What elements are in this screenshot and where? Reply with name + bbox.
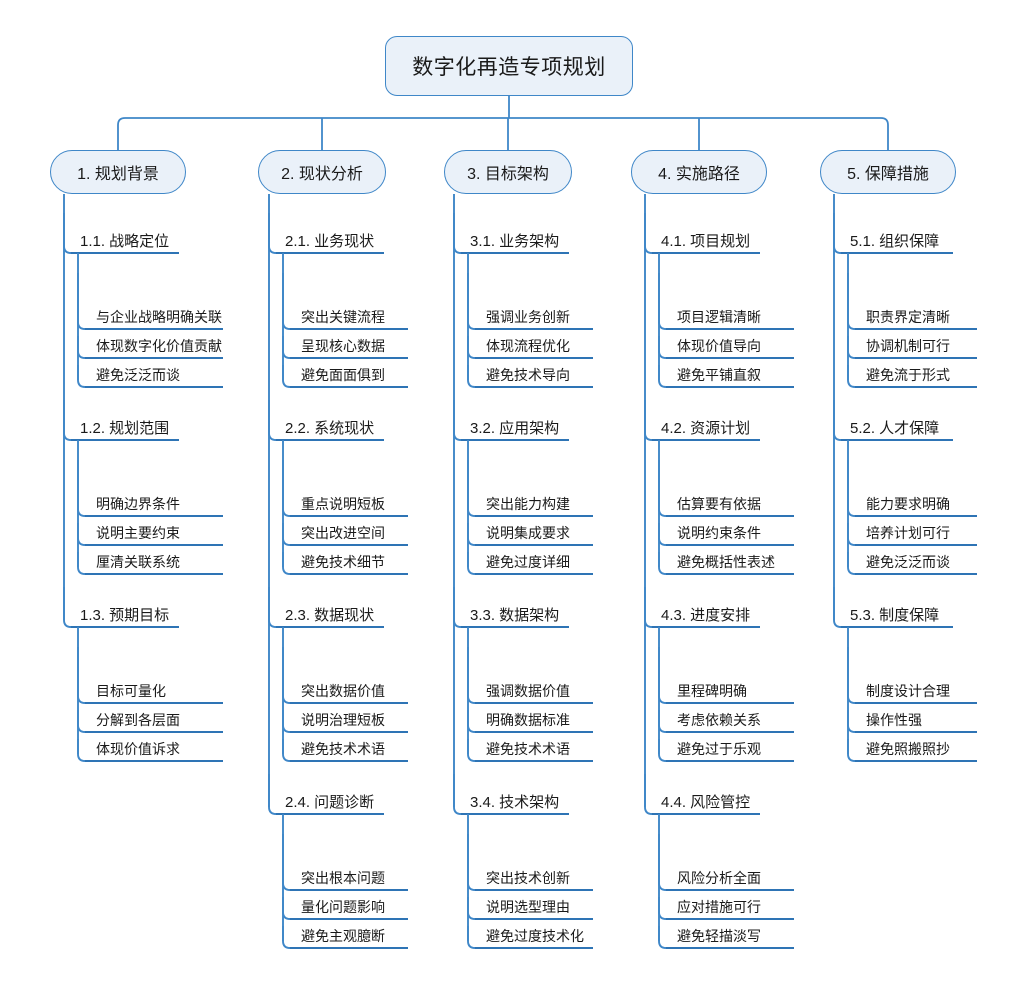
leaf-node[interactable]: 避免照搬照抄 xyxy=(866,741,950,757)
leaf-node[interactable]: 协调机制可行 xyxy=(866,338,950,354)
leaf-node[interactable]: 避免技术术语 xyxy=(301,741,385,757)
subbranch-node[interactable]: 5.1. 组织保障 xyxy=(850,233,940,250)
leaf-node[interactable]: 体现数字化价值贡献 xyxy=(96,338,222,354)
leaf-node[interactable]: 强调业务创新 xyxy=(486,309,570,325)
leaf-node[interactable]: 避免流于形式 xyxy=(866,367,950,383)
leaf-node[interactable]: 操作性强 xyxy=(866,712,922,728)
branch-node-5[interactable]: 5. 保障措施 xyxy=(820,150,956,194)
leaf-node[interactable]: 里程碑明确 xyxy=(677,683,747,699)
leaf-node[interactable]: 说明集成要求 xyxy=(486,525,570,541)
subbranch-node[interactable]: 5.3. 制度保障 xyxy=(850,607,940,624)
leaf-node[interactable]: 说明约束条件 xyxy=(677,525,761,541)
leaf-node[interactable]: 体现流程优化 xyxy=(486,338,570,354)
leaf-node[interactable]: 职责界定清晰 xyxy=(866,309,950,325)
leaf-node[interactable]: 制度设计合理 xyxy=(866,683,950,699)
subbranch-node[interactable]: 2.2. 系统现状 xyxy=(285,420,375,437)
branch-node-4[interactable]: 4. 实施路径 xyxy=(631,150,767,194)
leaf-node[interactable]: 突出数据价值 xyxy=(301,683,385,699)
leaf-node[interactable]: 估算要有依据 xyxy=(677,496,761,512)
leaf-node[interactable]: 强调数据价值 xyxy=(486,683,570,699)
leaf-node[interactable]: 避免过于乐观 xyxy=(677,741,761,757)
leaf-node[interactable]: 避免过度技术化 xyxy=(486,928,584,944)
branch-node-1[interactable]: 1. 规划背景 xyxy=(50,150,186,194)
leaf-node[interactable]: 说明主要约束 xyxy=(96,525,180,541)
subbranch-node[interactable]: 2.1. 业务现状 xyxy=(285,233,375,250)
leaf-node[interactable]: 呈现核心数据 xyxy=(301,338,385,354)
leaf-node[interactable]: 避免技术导向 xyxy=(486,367,570,383)
subbranch-node[interactable]: 4.1. 项目规划 xyxy=(661,233,751,250)
leaf-node[interactable]: 培养计划可行 xyxy=(866,525,950,541)
leaf-node[interactable]: 说明治理短板 xyxy=(301,712,385,728)
root-node[interactable]: 数字化再造专项规划 xyxy=(385,36,633,96)
subbranch-node[interactable]: 3.2. 应用架构 xyxy=(470,420,560,437)
subbranch-node[interactable]: 3.1. 业务架构 xyxy=(470,233,560,250)
leaf-node[interactable]: 避免平铺直叙 xyxy=(677,367,761,383)
leaf-node[interactable]: 应对措施可行 xyxy=(677,899,761,915)
leaf-node[interactable]: 体现价值导向 xyxy=(677,338,761,354)
subbranch-node[interactable]: 3.4. 技术架构 xyxy=(470,794,560,811)
leaf-node[interactable]: 突出技术创新 xyxy=(486,870,570,886)
leaf-node[interactable]: 能力要求明确 xyxy=(866,496,950,512)
branch-node-3[interactable]: 3. 目标架构 xyxy=(444,150,572,194)
leaf-node[interactable]: 避免轻描淡写 xyxy=(677,928,761,944)
leaf-node[interactable]: 突出关键流程 xyxy=(301,309,385,325)
leaf-node[interactable]: 风险分析全面 xyxy=(677,870,761,886)
leaf-node[interactable]: 避免概括性表述 xyxy=(677,554,775,570)
leaf-node[interactable]: 避免技术术语 xyxy=(486,741,570,757)
leaf-node[interactable]: 重点说明短板 xyxy=(301,496,385,512)
leaf-node[interactable]: 避免泛泛而谈 xyxy=(866,554,950,570)
leaf-node[interactable]: 分解到各层面 xyxy=(96,712,180,728)
leaf-node[interactable]: 突出改进空间 xyxy=(301,525,385,541)
leaf-node[interactable]: 避免技术细节 xyxy=(301,554,385,570)
subbranch-node[interactable]: 3.3. 数据架构 xyxy=(470,607,560,624)
leaf-node[interactable]: 明确边界条件 xyxy=(96,496,180,512)
leaf-node[interactable]: 避免过度详细 xyxy=(486,554,570,570)
subbranch-node[interactable]: 1.2. 规划范围 xyxy=(80,420,170,437)
leaf-node[interactable]: 目标可量化 xyxy=(96,683,166,699)
leaf-node[interactable]: 说明选型理由 xyxy=(486,899,570,915)
leaf-node[interactable]: 与企业战略明确关联 xyxy=(96,309,222,325)
leaf-node[interactable]: 避免主观臆断 xyxy=(301,928,385,944)
leaf-node[interactable]: 明确数据标准 xyxy=(486,712,570,728)
subbranch-node[interactable]: 2.3. 数据现状 xyxy=(285,607,375,624)
leaf-node[interactable]: 突出根本问题 xyxy=(301,870,385,886)
leaf-node[interactable]: 体现价值诉求 xyxy=(96,741,180,757)
leaf-node[interactable]: 突出能力构建 xyxy=(486,496,570,512)
subbranch-node[interactable]: 1.1. 战略定位 xyxy=(80,233,170,250)
leaf-node[interactable]: 项目逻辑清晰 xyxy=(677,309,761,325)
subbranch-node[interactable]: 1.3. 预期目标 xyxy=(80,607,170,624)
leaf-node[interactable]: 考虑依赖关系 xyxy=(677,712,761,728)
leaf-node[interactable]: 量化问题影响 xyxy=(301,899,385,915)
subbranch-node[interactable]: 2.4. 问题诊断 xyxy=(285,794,375,811)
leaf-node[interactable]: 避免面面俱到 xyxy=(301,367,385,383)
subbranch-node[interactable]: 4.3. 进度安排 xyxy=(661,607,751,624)
branch-node-2[interactable]: 2. 现状分析 xyxy=(258,150,386,194)
leaf-node[interactable]: 厘清关联系统 xyxy=(96,554,180,570)
subbranch-node[interactable]: 5.2. 人才保障 xyxy=(850,420,940,437)
subbranch-node[interactable]: 4.2. 资源计划 xyxy=(661,420,751,437)
leaf-node[interactable]: 避免泛泛而谈 xyxy=(96,367,180,383)
subbranch-node[interactable]: 4.4. 风险管控 xyxy=(661,794,751,811)
